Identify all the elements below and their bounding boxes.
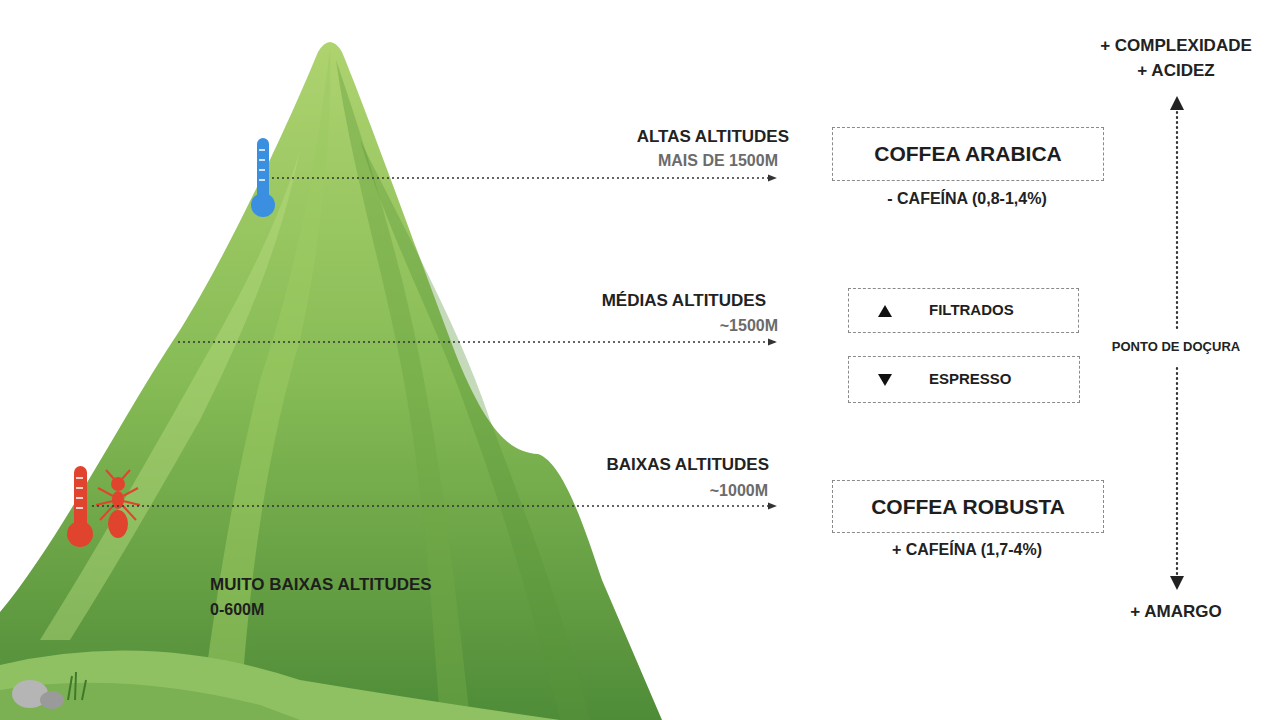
mountain — [0, 42, 662, 720]
box-text: ESPRESSO — [929, 371, 1012, 388]
text-label: MUITO BAIXAS ALTITUDES — [210, 576, 432, 595]
ant — [96, 470, 140, 537]
altitude-leader-lines — [92, 178, 776, 506]
text-label: + COMPLEXIDADE — [1100, 37, 1252, 56]
text-label: - CAFEÍNA (0,8-1,4%) — [887, 190, 1046, 208]
dashed-box: COFFEA ROBUSTA — [832, 480, 1104, 533]
dashed-box: COFFEA ARABICA — [832, 127, 1104, 181]
dashed-box: FILTRADOS — [848, 288, 1079, 333]
triangle-shape — [878, 374, 892, 386]
box-text: FILTRADOS — [929, 302, 1014, 319]
text-label: + AMARGO — [1130, 603, 1221, 622]
text-label: MAIS DE 1500M — [658, 152, 778, 170]
text-label: ~1000M — [710, 482, 768, 500]
hot-thermometer — [67, 466, 93, 547]
up-triangle — [877, 304, 893, 318]
text-label: + CAFEÍNA (1,7-4%) — [892, 541, 1042, 559]
text-label: 0-600M — [210, 601, 264, 619]
text-label: BAIXAS ALTITUDES — [607, 456, 769, 475]
text-label: PONTO DE DOÇURA — [1112, 340, 1240, 354]
text-label: MÉDIAS ALTITUDES — [602, 292, 766, 311]
box-text: COFFEA ROBUSTA — [871, 495, 1065, 518]
box-text: COFFEA ARABICA — [874, 142, 1061, 165]
text-label: ALTAS ALTITUDES — [637, 128, 789, 147]
text-label: + ACIDEZ — [1137, 62, 1214, 81]
down-triangle — [877, 373, 893, 387]
dashed-box: ESPRESSO — [848, 356, 1080, 403]
triangle-shape — [878, 305, 892, 317]
text-label: ~1500M — [720, 317, 778, 335]
cold-thermometer — [251, 138, 275, 217]
